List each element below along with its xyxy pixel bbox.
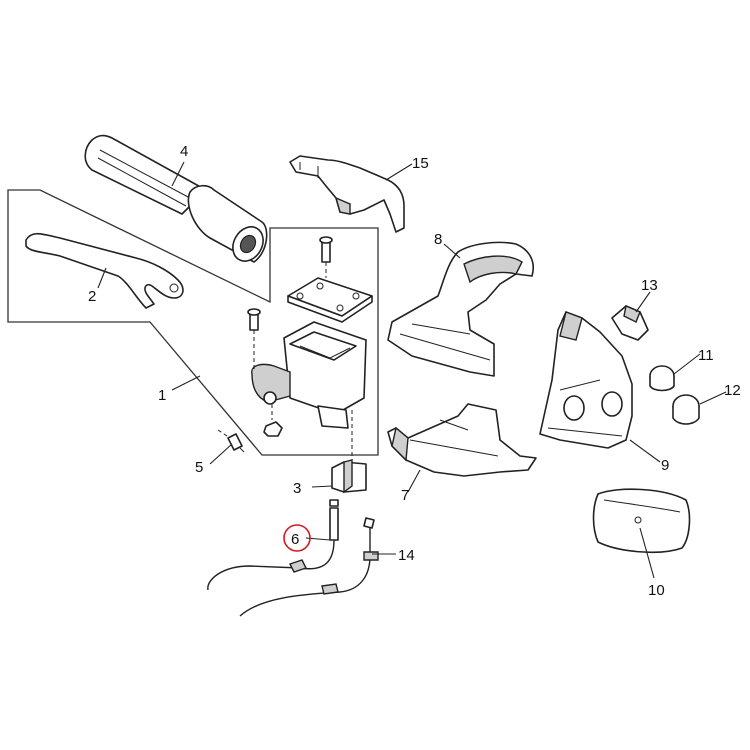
callout-1: 1	[158, 387, 166, 404]
callout-6: 6	[291, 531, 299, 548]
callout-11: 11	[698, 347, 714, 364]
assembly-frame	[7, 189, 379, 456]
callout-2: 2	[88, 288, 96, 305]
housing-part-9[interactable]	[539, 311, 633, 449]
bracket-part-15[interactable]	[289, 155, 405, 233]
cover-part-8[interactable]	[387, 241, 534, 377]
callout-10: 10	[648, 582, 665, 599]
cover-part-7[interactable]	[387, 403, 537, 477]
callout-12: 12	[724, 382, 741, 399]
callout-13: 13	[641, 277, 658, 294]
callout-3: 3	[293, 480, 301, 497]
callout-15: 15	[412, 155, 429, 172]
clamp-part-3[interactable]	[329, 459, 367, 507]
cover-part-10[interactable]	[592, 488, 691, 554]
callout-8: 8	[434, 231, 442, 248]
button-part-11[interactable]	[649, 365, 675, 392]
grip-part-4[interactable]	[84, 134, 269, 267]
callout-7: 7	[401, 487, 409, 504]
button-part-12[interactable]	[672, 394, 700, 425]
cable-part-14[interactable]	[239, 517, 379, 617]
callout-9: 9	[661, 457, 669, 474]
leader-lines	[97, 161, 727, 579]
switch-part-13[interactable]	[611, 305, 649, 341]
master-cylinder[interactable]	[247, 236, 373, 462]
highlight-ring	[283, 524, 311, 552]
cable-part-6[interactable]	[207, 507, 339, 591]
switch-part-5[interactable]	[217, 429, 245, 453]
callout-5: 5	[195, 459, 203, 476]
callout-14: 14	[398, 547, 415, 564]
callout-4: 4	[180, 143, 188, 160]
callout-labels: 1 2 3 4 5 6 7 8 9 10 11 12 13 14 15	[88, 143, 741, 599]
